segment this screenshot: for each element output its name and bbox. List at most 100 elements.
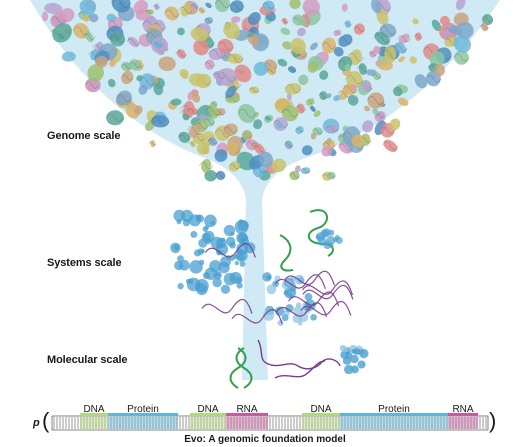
helix-stroke xyxy=(186,126,204,135)
helix-stroke xyxy=(145,9,154,15)
protein-blob xyxy=(364,105,370,112)
rna-strand xyxy=(301,280,354,296)
protein-blob xyxy=(456,21,474,39)
helix-stroke xyxy=(178,134,190,141)
complex-blob xyxy=(203,230,215,243)
helix-stroke xyxy=(207,138,218,145)
protein-blob xyxy=(429,51,445,67)
complex-blob xyxy=(209,260,222,273)
helix-stroke xyxy=(379,26,397,36)
protein-blob xyxy=(431,19,442,32)
complex-blob xyxy=(266,284,277,295)
protein-blob xyxy=(205,2,212,8)
protein-blob xyxy=(82,15,90,22)
helix-stroke xyxy=(372,73,382,79)
complex-blob xyxy=(285,304,294,313)
helix-stroke xyxy=(379,126,395,135)
complex-blob xyxy=(212,277,222,288)
rna-strand xyxy=(204,243,256,258)
rna-strand xyxy=(283,270,335,286)
helix-stroke xyxy=(479,24,490,30)
helix-stroke xyxy=(266,68,277,74)
segment-label-rna: RNA xyxy=(236,404,258,415)
protein-blob xyxy=(289,0,301,10)
helix-stroke xyxy=(295,105,307,112)
protein-blob xyxy=(359,348,369,359)
protein-blob xyxy=(190,27,209,42)
complex-blob xyxy=(176,218,182,225)
systems-scale-complex xyxy=(170,209,354,327)
helix-stroke xyxy=(126,38,141,46)
segment-rna-top xyxy=(226,413,268,416)
segment-label-rna: RNA xyxy=(452,404,474,415)
protein-blob xyxy=(342,356,352,365)
caption: Evo: A genomic foundation model xyxy=(184,434,346,445)
helix-stroke xyxy=(243,27,251,32)
protein-blob xyxy=(280,27,291,35)
complex-blob xyxy=(234,261,239,266)
helix-stroke xyxy=(454,53,470,62)
complex-blob xyxy=(216,237,227,249)
protein-blob xyxy=(223,21,240,39)
helix-stroke xyxy=(284,142,294,148)
helix-stroke xyxy=(327,173,336,178)
helix-stroke xyxy=(129,61,141,68)
segment-rna-fill xyxy=(448,417,478,429)
protein-blob xyxy=(187,91,193,101)
segment-protein-top xyxy=(340,413,448,416)
protein-blob xyxy=(286,93,292,101)
protein-blob xyxy=(294,165,301,173)
systems-scale-label: Systems scale xyxy=(47,257,122,269)
protein-blob xyxy=(179,68,189,78)
protein-blob xyxy=(106,13,116,23)
rna-strand xyxy=(201,298,253,314)
segment-protein-fill xyxy=(108,417,178,429)
complex-blob xyxy=(295,302,302,308)
helix-stroke xyxy=(188,142,197,147)
helix-stroke xyxy=(164,9,180,18)
helix-stroke xyxy=(238,108,256,118)
helix-stroke xyxy=(153,42,163,47)
protein-blob xyxy=(271,158,287,173)
protein-blob xyxy=(397,97,409,107)
protein-blob xyxy=(182,113,190,121)
protein-blob xyxy=(347,95,359,106)
helix-stroke xyxy=(300,168,311,174)
protein-blob xyxy=(225,85,237,98)
helix-stroke xyxy=(353,26,365,32)
rna-strand xyxy=(300,300,352,316)
protein-blob xyxy=(234,64,252,83)
protein-blob xyxy=(302,0,320,16)
helix-stroke xyxy=(337,36,354,45)
helix-stroke xyxy=(337,90,352,98)
helix-stroke xyxy=(82,33,96,40)
helix-stroke xyxy=(205,107,222,116)
protein-blob xyxy=(310,132,317,140)
protein-blob xyxy=(372,107,378,115)
genome-scale-label: Genome scale xyxy=(47,130,121,142)
helix-stroke xyxy=(373,33,391,43)
funnel-beam xyxy=(30,0,500,380)
helix-stroke xyxy=(178,6,193,14)
protein-blob xyxy=(133,0,148,15)
helix-stroke xyxy=(347,52,365,62)
protein-blob xyxy=(193,39,209,56)
complex-blob xyxy=(315,232,325,242)
helix-stroke xyxy=(369,51,377,56)
helix-stroke xyxy=(204,61,216,68)
protein-blob xyxy=(274,98,289,110)
helix-stroke xyxy=(413,34,423,40)
helix-stroke xyxy=(397,35,411,43)
protein-blob xyxy=(107,78,116,88)
helix-stroke xyxy=(148,141,157,146)
protein-blob xyxy=(377,60,393,71)
protein-blob xyxy=(177,27,185,36)
protein-blob xyxy=(226,142,239,154)
segment-dna-fill xyxy=(302,417,340,429)
protein-blob xyxy=(242,131,252,139)
rna-strand xyxy=(276,302,328,318)
dna-helix xyxy=(279,234,294,272)
helix-stroke xyxy=(208,49,226,59)
protein-blob xyxy=(309,42,318,51)
helix-stroke xyxy=(367,96,385,105)
